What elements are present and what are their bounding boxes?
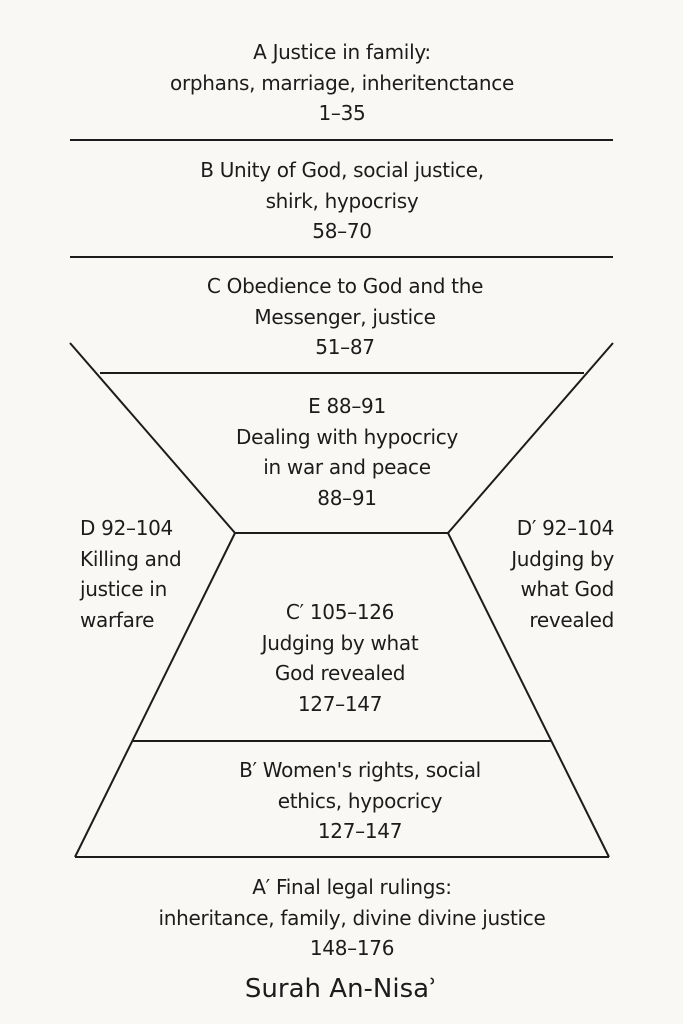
section-e-line: in war and peace — [263, 455, 431, 479]
section-d-prime-line: what God — [520, 577, 614, 601]
diagram-title: Surah An-Nisaʾ — [244, 974, 438, 1004]
funnel-left-upper — [69, 342, 236, 534]
section-c: C Obedience to God and the Messenger, ju… — [207, 271, 483, 363]
trapezoid-left — [74, 532, 236, 858]
section-d-prime-line: revealed — [529, 607, 614, 632]
section-e-line: Dealing with hypocricy — [235, 424, 459, 449]
section-a-line: 1–35 — [318, 101, 366, 125]
section-a-prime: A′ Final legal rulings: inheritance, fam… — [159, 872, 546, 964]
section-e-line: E 88–91 — [308, 394, 386, 418]
section-c-line: Messenger, justice — [254, 304, 436, 329]
trapezoid-right — [447, 532, 610, 858]
section-d-line: Killing and — [80, 546, 182, 571]
section-d-line: D 92–104 — [80, 516, 173, 540]
section-e: E 88–91 Dealing with hypocricy in war an… — [236, 391, 458, 513]
section-a-prime-line: 148–176 — [309, 936, 395, 960]
section-e-line: 88–91 — [317, 485, 377, 510]
section-c-prime-line: God revealed — [274, 661, 406, 685]
section-b-prime-line: ethics, hypocricy — [277, 788, 443, 813]
section-a-prime-line: inheritance, family, divine divine justi… — [158, 905, 546, 930]
section-c-prime: C′ 105–126 Judging by what God revealed … — [262, 597, 419, 719]
section-a-line: orphans, marriage, inheritenctance — [170, 70, 514, 95]
section-a-line: A Justice in family: — [253, 40, 431, 64]
section-c-line: 51–87 — [315, 335, 375, 359]
section-d-prime-line: Judging by — [511, 546, 614, 571]
section-b: B Unity of God, social justice, shirk, h… — [200, 155, 484, 247]
section-c-line: C Obedience to God and the — [206, 274, 484, 298]
section-d-prime-line: D′ 92–104 — [516, 516, 615, 540]
section-d-line: justice in — [80, 577, 167, 601]
section-d-line: warfare — [80, 607, 155, 632]
section-b-prime-line: 127–147 — [317, 819, 403, 843]
section-b-prime: B′ Women's rights, social ethics, hypocr… — [239, 755, 481, 847]
section-b-line: B Unity of God, social justice, — [200, 158, 484, 182]
section-a: A Justice in family: orphans, marriage, … — [170, 37, 514, 129]
funnel-right-upper — [447, 342, 614, 534]
section-d: D 92–104 Killing and justice in warfare — [80, 513, 182, 635]
section-c-prime-line: Judging by what — [261, 630, 419, 655]
section-c-prime-line: 127–147 — [297, 691, 383, 716]
section-b-line: shirk, hypocrisy — [265, 188, 419, 213]
section-d-prime: D′ 92–104 Judging by what God revealed — [511, 513, 614, 635]
section-b-line: 58–70 — [312, 219, 372, 243]
section-a-prime-line: A′ Final legal rulings: — [252, 875, 452, 899]
section-c-prime-line: C′ 105–126 — [285, 600, 395, 624]
section-b-prime-line: B′ Women's rights, social — [239, 758, 481, 782]
